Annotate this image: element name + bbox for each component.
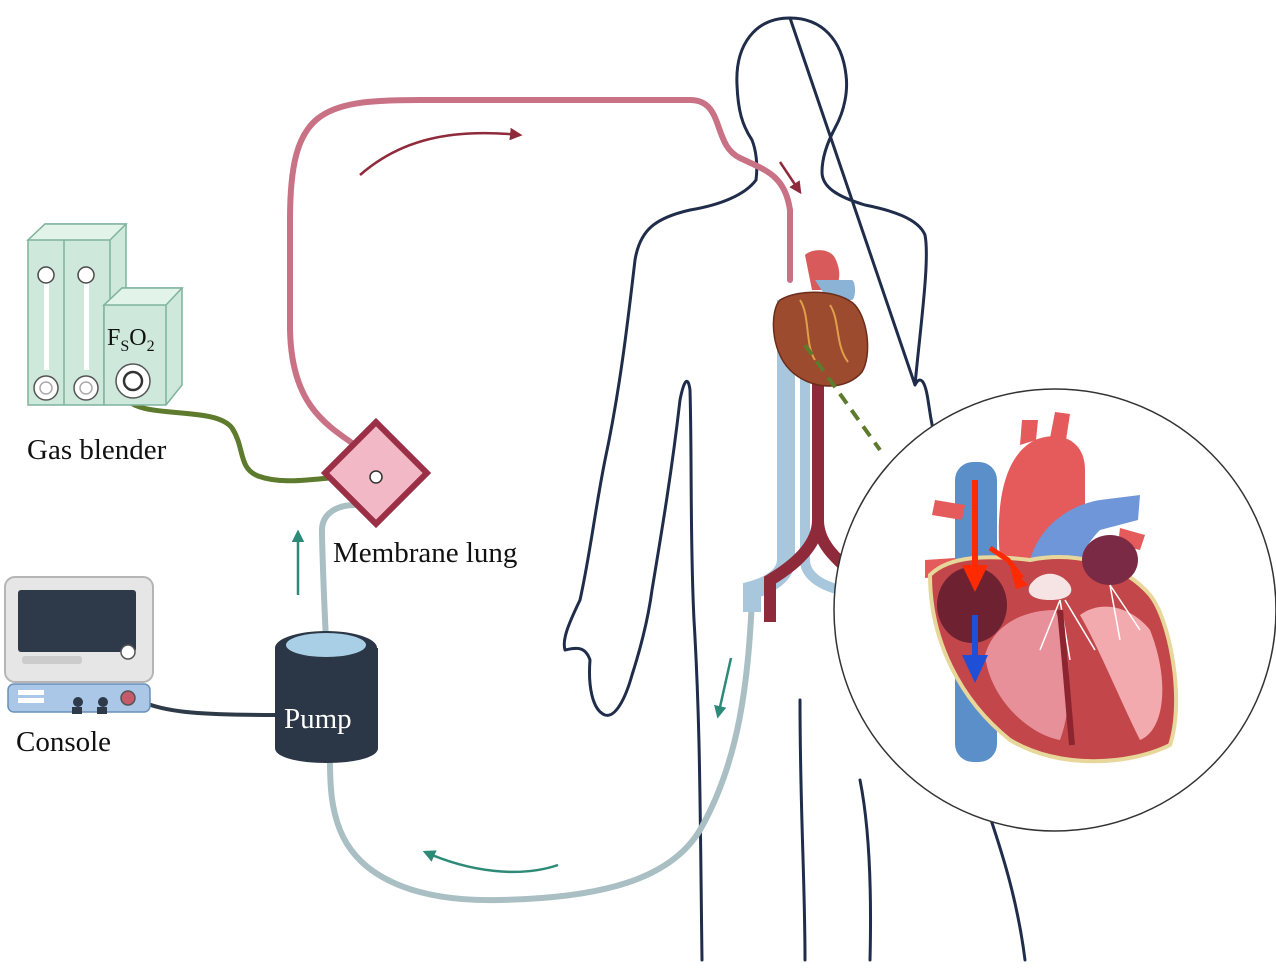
membrane-lung-label: Membrane lung	[333, 537, 517, 569]
great-vessels	[743, 300, 864, 622]
pump-label: Pump	[284, 703, 352, 735]
flow-arrow-arterial-1	[359, 127, 523, 176]
fso2-label: FSO2	[107, 325, 155, 355]
console-cable	[146, 702, 277, 717]
pump-icon	[275, 631, 378, 763]
heart-icon	[772, 250, 869, 387]
flow-arrow-venous-2	[422, 850, 559, 874]
flow-arrow-arterial-2	[778, 161, 802, 195]
zoom-connector-line	[803, 343, 882, 452]
gas-blender-icon	[26, 223, 184, 406]
console-label: Console	[16, 726, 111, 758]
pump-to-oxygenator-line	[318, 502, 358, 643]
oxygenator-icon	[320, 417, 432, 529]
monitor-console-icon	[4, 576, 154, 714]
flow-arrow-venous-1	[714, 657, 733, 719]
gas-blender-label: Gas blender	[27, 434, 167, 466]
heart-cross-section-icon	[833, 388, 1276, 832]
return-line	[287, 97, 793, 465]
drainage-line	[327, 597, 755, 904]
gas-line	[123, 395, 333, 484]
